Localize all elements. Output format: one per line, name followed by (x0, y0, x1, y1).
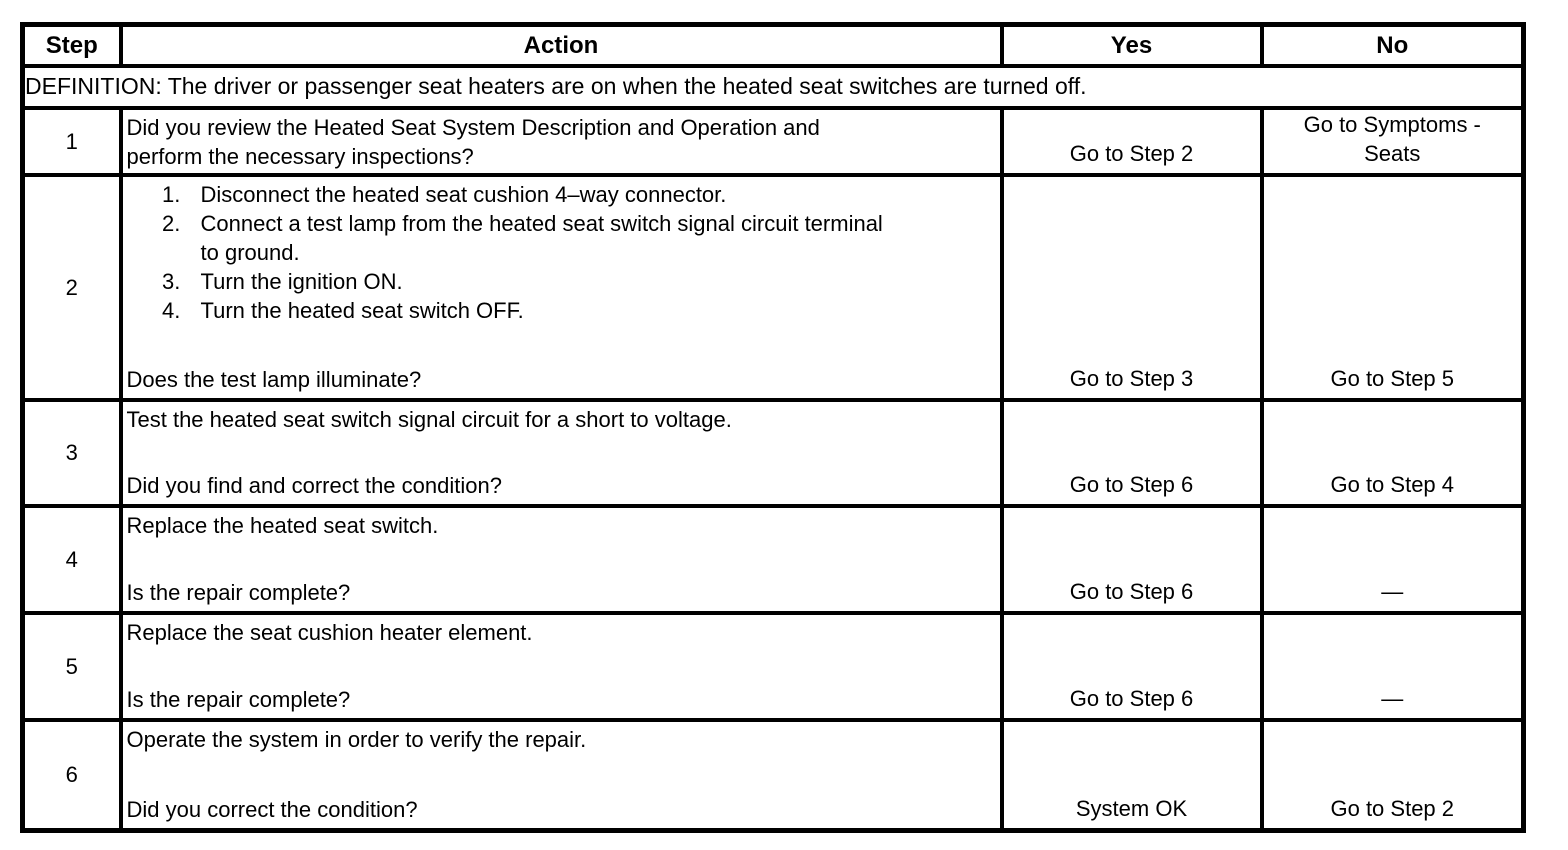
yes-value: Go to Step 6 (1069, 471, 1194, 497)
no-cell: Go to Symptoms - Seats (1259, 105, 1526, 177)
no-cell: — (1259, 503, 1526, 615)
yes-cell: System OK (999, 717, 1264, 832)
step-cell: 5 (20, 610, 123, 722)
no-value: — (1381, 578, 1404, 604)
column-header-no: No (1259, 22, 1526, 68)
no-value: Go to Symptoms - Seats (1303, 111, 1481, 166)
action-text: Replace the seat cushion heater element. (126, 619, 533, 645)
definition-text: DEFINITION: The driver or passenger seat… (20, 63, 1526, 110)
action-cell: Replace the heated seat switch. Is the r… (118, 503, 1004, 615)
header-row: Step Action Yes No (20, 22, 1526, 68)
action-step-item: Connect a test lamp from the heated seat… (187, 209, 897, 267)
column-header-action: Action (118, 22, 1004, 68)
step-cell: 4 (20, 503, 123, 615)
action-question: Is the repair complete? (126, 686, 351, 712)
table-row: 3 Test the heated seat switch signal cir… (20, 397, 1526, 508)
no-cell: — (1259, 610, 1526, 722)
column-header-yes: Yes (999, 22, 1264, 68)
action-text: Replace the heated seat switch. (126, 512, 439, 538)
table-row: 1 Did you review the Heated Seat System … (20, 105, 1526, 177)
action-question: Did you correct the condition? (126, 796, 418, 822)
table-row: 6 Operate the system in order to verify … (20, 717, 1526, 832)
yes-value: System OK (1075, 795, 1188, 821)
definition-row: DEFINITION: The driver or passenger seat… (20, 63, 1526, 110)
yes-cell: Go to Step 6 (999, 503, 1264, 615)
no-value: Go to Step 2 (1330, 795, 1455, 821)
action-question: Does the test lamp illuminate? (126, 366, 422, 392)
column-header-step: Step (20, 22, 123, 68)
no-value: Go to Step 4 (1330, 471, 1455, 497)
yes-value: Go to Step 6 (1069, 685, 1194, 711)
yes-cell: Go to Step 2 (999, 105, 1264, 177)
step-cell: 3 (20, 397, 123, 508)
no-cell: Go to Step 4 (1259, 397, 1526, 508)
action-text: Test the heated seat switch signal circu… (126, 406, 732, 432)
no-cell: Go to Step 2 (1259, 717, 1526, 832)
no-cell: Go to Step 5 (1259, 172, 1526, 402)
action-cell: Operate the system in order to verify th… (118, 717, 1004, 832)
yes-cell: Go to Step 6 (999, 610, 1264, 722)
no-value: Go to Step 5 (1330, 365, 1455, 391)
action-text: Did you review the Heated Seat System De… (126, 114, 820, 169)
action-question: Did you find and correct the condition? (126, 472, 502, 498)
diagnostic-table: Step Action Yes No DEFINITION: The drive… (20, 22, 1526, 833)
table-row: 4 Replace the heated seat switch. Is the… (20, 503, 1526, 615)
yes-value: Go to Step 2 (1069, 140, 1194, 166)
action-cell: Test the heated seat switch signal circu… (118, 397, 1004, 508)
action-step-item: Turn the heated seat switch OFF. (187, 296, 897, 325)
yes-cell: Go to Step 3 (999, 172, 1264, 402)
step-cell: 6 (20, 717, 123, 832)
step-cell: 1 (20, 105, 123, 177)
action-question: Is the repair complete? (126, 579, 351, 605)
action-step-item: Turn the ignition ON. (187, 267, 897, 296)
action-text: Operate the system in order to verify th… (126, 726, 587, 752)
action-step-item: Disconnect the heated seat cushion 4–way… (187, 180, 897, 209)
yes-value: Go to Step 6 (1069, 578, 1194, 604)
table-row: 2 Disconnect the heated seat cushion 4–w… (20, 172, 1526, 402)
table-row: 5 Replace the seat cushion heater elemen… (20, 610, 1526, 722)
action-cell: Did you review the Heated Seat System De… (118, 105, 1004, 177)
action-cell: Disconnect the heated seat cushion 4–way… (118, 172, 1004, 402)
action-cell: Replace the seat cushion heater element.… (118, 610, 1004, 722)
yes-value: Go to Step 3 (1069, 365, 1194, 391)
step-cell: 2 (20, 172, 123, 402)
yes-cell: Go to Step 6 (999, 397, 1264, 508)
no-value: — (1381, 685, 1404, 711)
action-steps-list: Disconnect the heated seat cushion 4–way… (127, 180, 897, 325)
